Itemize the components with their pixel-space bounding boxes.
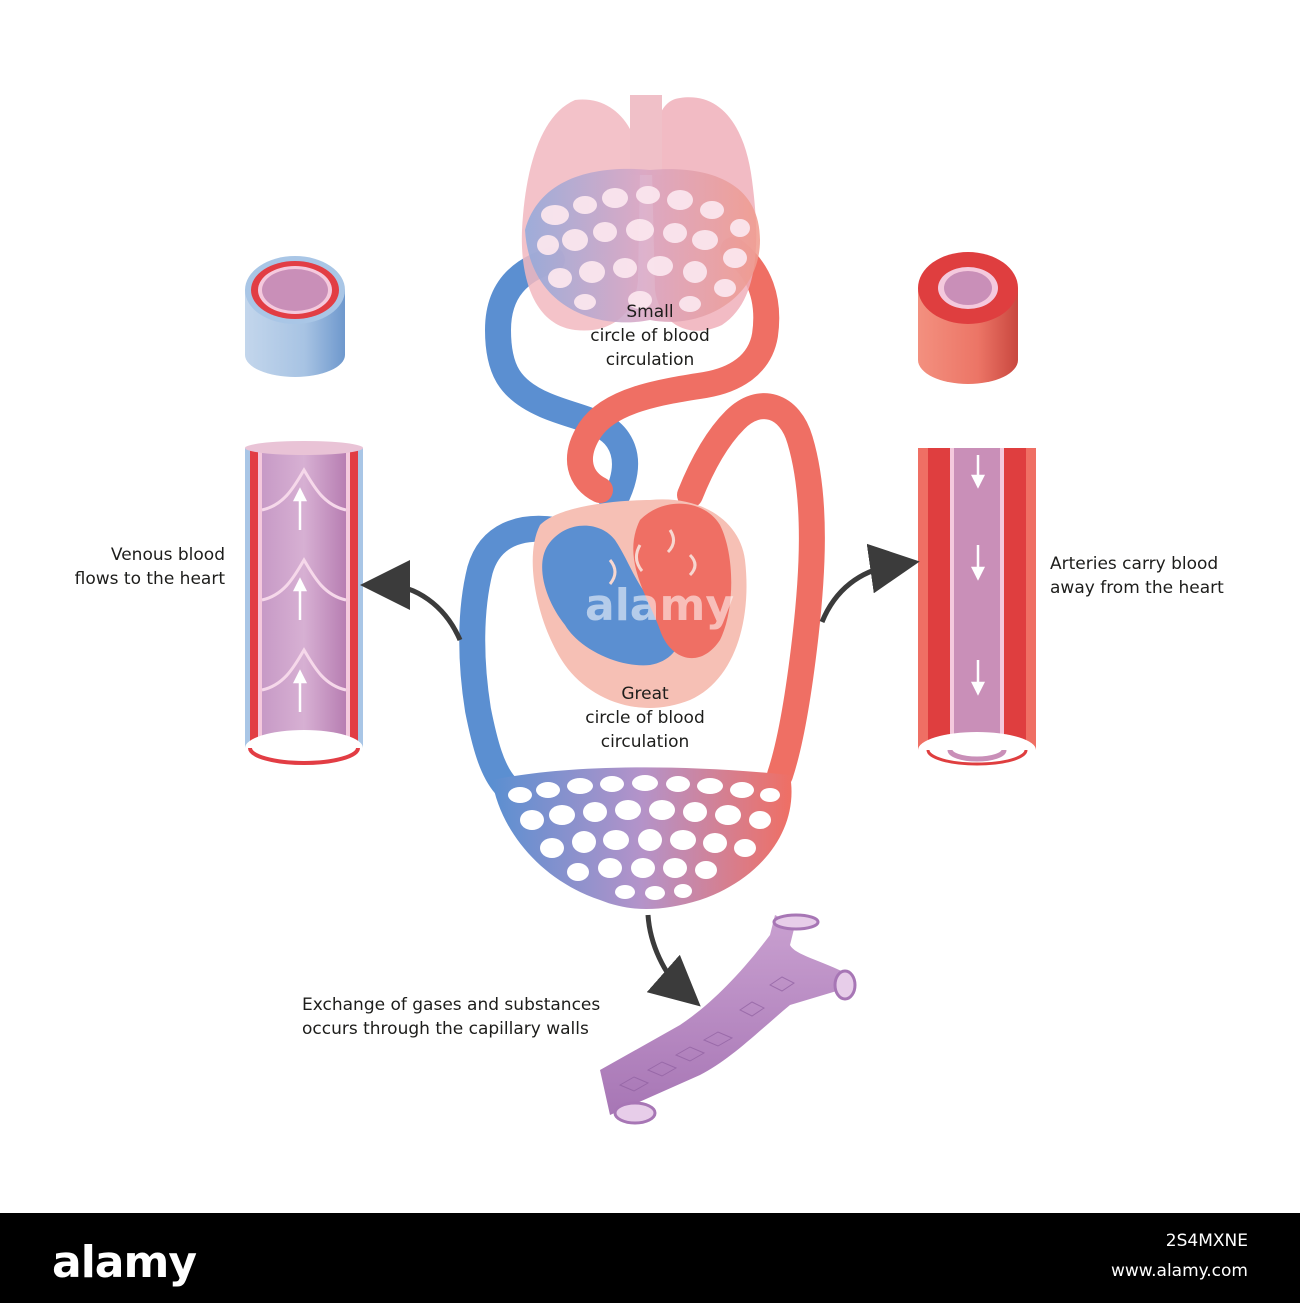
arrow-curved-icon [645,914,701,1007]
left-heart-chambers [633,503,732,659]
small-circle-line-2: circle of blood [590,326,710,346]
venous-line-1: Venous blood [110,545,225,565]
arrow-curved-icon [360,560,463,641]
venous-blood-label: Venous blood flows to the heart [40,543,225,591]
great-circle-line-2: circle of blood [585,708,705,728]
arteries-line-2: away from the heart [1050,578,1224,598]
artery-longitudinal-section [918,448,1036,768]
pulmonary-artery-vessel [567,237,780,503]
arteries-line-1: Arteries carry blood [1050,554,1219,574]
capillary-exchange-label: Exchange of gases and substances occurs … [302,993,642,1041]
capillary-section [600,913,857,1125]
circulation-diagram [245,95,1036,1125]
small-circle-line-3: circulation [605,350,695,370]
arrow-up-icon [292,487,308,712]
vein-cross-section [245,256,345,377]
small-circle-line-1: Small [626,302,674,322]
site-url: www.alamy.com [1110,1261,1248,1281]
great-circle-label: Great circle of blood circulation [555,682,735,754]
aorta-vessel [677,393,825,788]
arteries-label: Arteries carry blood away from the heart [1050,552,1270,600]
brand-logo: alamy [52,1237,197,1288]
image-id: 2S4MXNE [1165,1231,1248,1251]
watermark: alamy [585,580,734,631]
arrow-down-icon [970,455,986,696]
artery-cross-section [918,252,1018,384]
venous-line-2: flows to the heart [74,569,225,589]
trachea [630,95,662,175]
heart-valves [608,529,697,585]
exchange-line-1: Exchange of gases and substances [302,995,601,1015]
vein-longitudinal-section [245,441,363,766]
systemic-capillary-bed [492,767,792,909]
great-circle-line-3: circulation [600,732,690,752]
lung-capillary-bed [525,168,760,323]
vena-cava-vessel [459,515,568,798]
heart [532,499,747,708]
small-circle-label: Small circle of blood circulation [560,300,740,372]
footer-bar: alamy 2S4MXNE www.alamy.com [0,1213,1300,1303]
right-heart-chambers [542,525,681,666]
arrow-curved-icon [819,543,920,623]
exchange-line-2: occurs through the capillary walls [302,1019,589,1039]
pulmonary-vein-vessel [484,247,638,573]
great-circle-line-1: Great [621,684,669,704]
